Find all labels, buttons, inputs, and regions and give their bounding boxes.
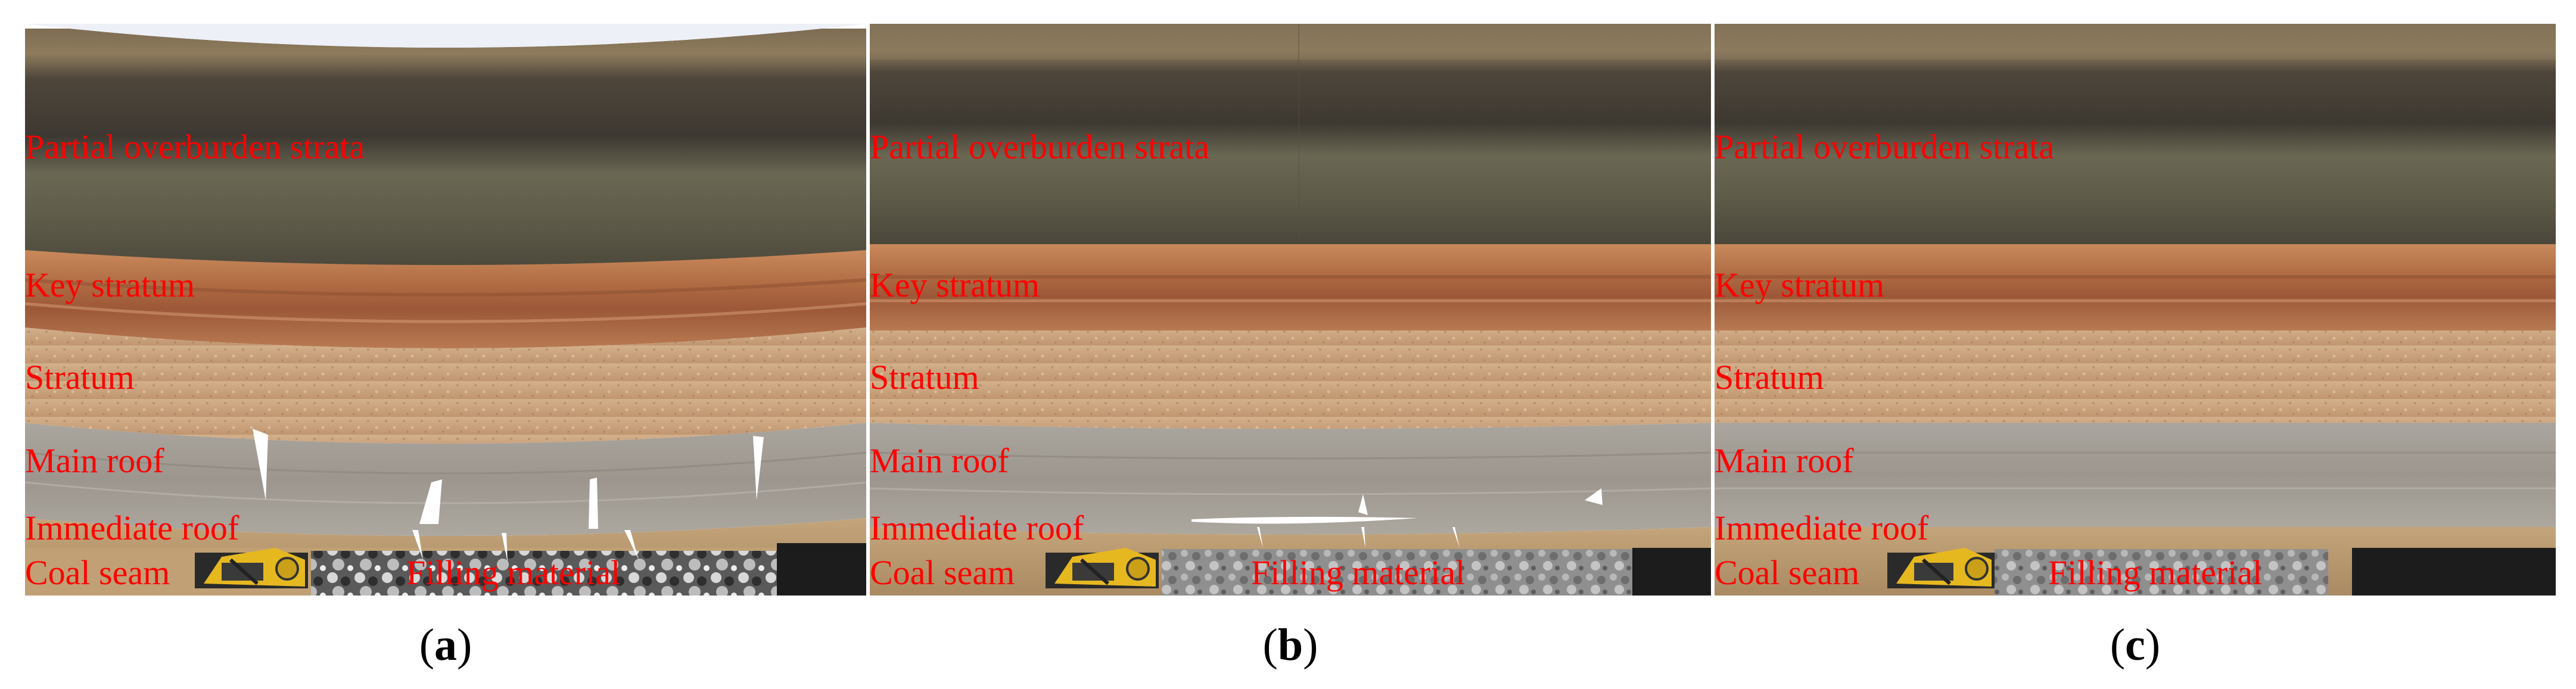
label-immediate-roof: Immediate roof [870,509,1084,547]
panel-b-strata-diagram [870,24,1711,596]
coal-block [777,543,866,596]
overburden-layer [870,24,1711,244]
shearer-machine-icon [1887,548,1995,588]
label-main-roof: Main roof [25,441,164,480]
key-stratum-layer [870,244,1711,331]
main-roof-layer [25,423,866,536]
label-coal-seam: Coal seam [870,553,1015,592]
fracture-crack-icon [253,429,764,563]
label-stratum: Stratum [25,358,135,397]
caption-letter-b: b [1277,620,1303,670]
caption-letter-a: a [434,620,457,670]
panel-c: Partial overburden strata Key stratum St… [1715,24,2556,596]
fracture-crack-icon [1191,488,1603,548]
label-filling-material: Filling material [406,553,621,592]
stratum-layer [1715,331,2556,423]
stratum-layer [25,328,866,444]
stratum-layer [870,331,1711,429]
filling-material-area [1995,549,2328,596]
shearer-machine-icon [195,548,308,588]
key-stratum-layer [25,250,866,348]
main-roof-layer [1715,423,2556,527]
label-immediate-roof: Immediate roof [25,509,239,547]
label-key-stratum: Key stratum [870,266,1040,304]
label-filling-material: Filling material [2048,553,2263,592]
label-key-stratum: Key stratum [1715,266,1885,304]
panel-b: Partial overburden strata Key stratum St… [870,24,1711,596]
overburden-layer [1715,24,2556,244]
label-main-roof: Main roof [870,441,1009,480]
label-overburden: Partial overburden strata [1715,127,2055,166]
caption-letter-c: c [2125,620,2145,670]
label-stratum: Stratum [1715,358,1824,397]
label-filling-material: Filling material [1251,553,1466,592]
label-overburden: Partial overburden strata [870,127,1210,166]
label-overburden: Partial overburden strata [25,127,365,166]
label-coal-seam: Coal seam [1715,553,1860,592]
shearer-machine-icon [1046,548,1159,588]
caption-a: (a) [419,620,472,670]
panel-a: Partial overburden strata Key stratum St… [25,24,866,596]
panel-a-strata-diagram [25,24,866,596]
filling-material-area [311,551,777,596]
label-stratum: Stratum [870,358,979,397]
coal-block [2352,548,2556,596]
caption-b: (b) [1262,620,1318,670]
label-coal-seam: Coal seam [25,553,170,592]
coal-block [1632,548,1711,596]
caption-c: (c) [2110,620,2161,670]
panel-c-strata-diagram [1715,24,2556,596]
label-main-roof: Main roof [1715,441,1854,480]
overburden-layer [25,24,866,274]
key-stratum-layer [1715,244,2556,331]
label-immediate-roof: Immediate roof [1715,509,1929,547]
filling-material-area [1162,549,1632,596]
main-roof-layer [870,423,1711,535]
label-key-stratum: Key stratum [25,266,195,304]
